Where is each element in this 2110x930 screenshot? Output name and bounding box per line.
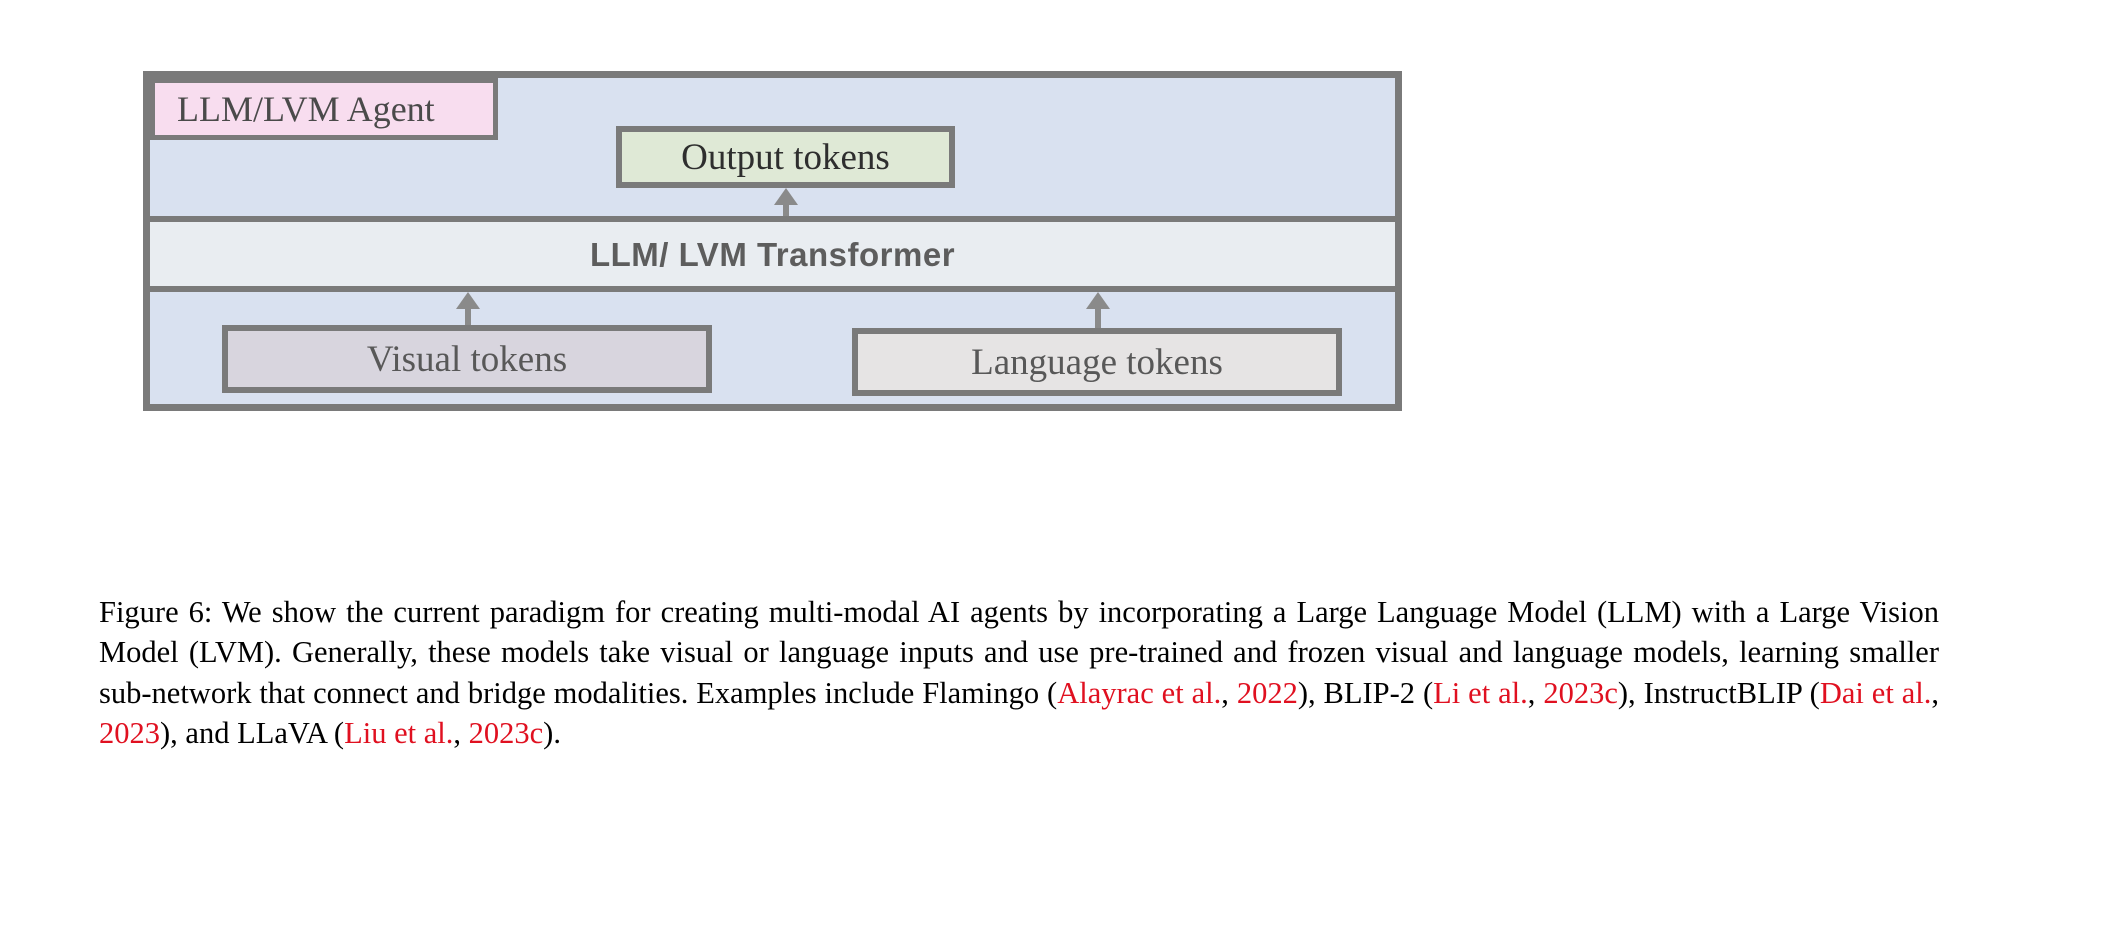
llm-lvm-agent-label: LLM/LVM Agent: [177, 89, 435, 129]
figure-inner: LLM/LVM Agent Output tokens LLM/ LVM Tra…: [150, 78, 1395, 404]
output-tokens-label: Output tokens: [681, 136, 890, 178]
arrow-visual-tokens-to-transformer-icon: [456, 292, 480, 330]
llm-lvm-transformer-label: LLM/ LVM Transformer: [589, 235, 956, 273]
arrow-transformer-to-output-tokens-icon: [774, 188, 798, 220]
arrow-head: [774, 188, 798, 205]
figure-caption: Figure 6: We show the current paradigm f…: [99, 592, 1939, 753]
citation-link[interactable]: Dai et al.: [1819, 675, 1932, 710]
citation-link[interactable]: 2023c: [1543, 675, 1618, 710]
citation-link[interactable]: 2023c: [468, 715, 544, 750]
citation-link[interactable]: 2023: [99, 715, 160, 750]
language-tokens-label: Language tokens: [971, 341, 1223, 383]
caption-text: ), InstructBLIP (: [1617, 675, 1820, 710]
visual-tokens-box: Visual tokens: [222, 325, 712, 393]
visual-tokens-label: Visual tokens: [366, 338, 568, 380]
arrow-head: [456, 292, 480, 309]
citation-link[interactable]: 2022: [1236, 675, 1298, 710]
arrow-language-tokens-to-transformer-icon: [1086, 292, 1110, 332]
caption-text: ), BLIP-2 (: [1297, 675, 1434, 710]
caption-text: ,: [1527, 675, 1544, 710]
caption-text: ,: [1931, 675, 1939, 710]
caption-text: Figure 6: We show the current paradigm f…: [99, 595, 1939, 710]
language-tokens-box: Language tokens: [852, 328, 1342, 396]
caption-text: ,: [1221, 675, 1237, 710]
llm-lvm-agent-box: LLM/LVM Agent: [150, 78, 498, 140]
figure-diagram-panel: LLM/LVM Agent Output tokens LLM/ LVM Tra…: [143, 71, 1402, 411]
arrow-head: [1086, 292, 1110, 309]
caption-text: ).: [543, 715, 561, 750]
arrow-shaft: [1095, 306, 1101, 332]
citation-link[interactable]: Liu et al.: [344, 715, 454, 750]
caption-text: ,: [453, 715, 469, 750]
output-tokens-box: Output tokens: [616, 126, 955, 188]
arrow-shaft: [465, 306, 471, 330]
llm-lvm-transformer-band: LLM/ LVM Transformer: [150, 216, 1395, 292]
citation-link[interactable]: Li et al.: [1433, 675, 1528, 710]
citation-link[interactable]: Alayrac et al.: [1057, 675, 1222, 710]
caption-text: ), and LLaVA (: [160, 715, 345, 750]
arrow-shaft: [783, 202, 789, 220]
